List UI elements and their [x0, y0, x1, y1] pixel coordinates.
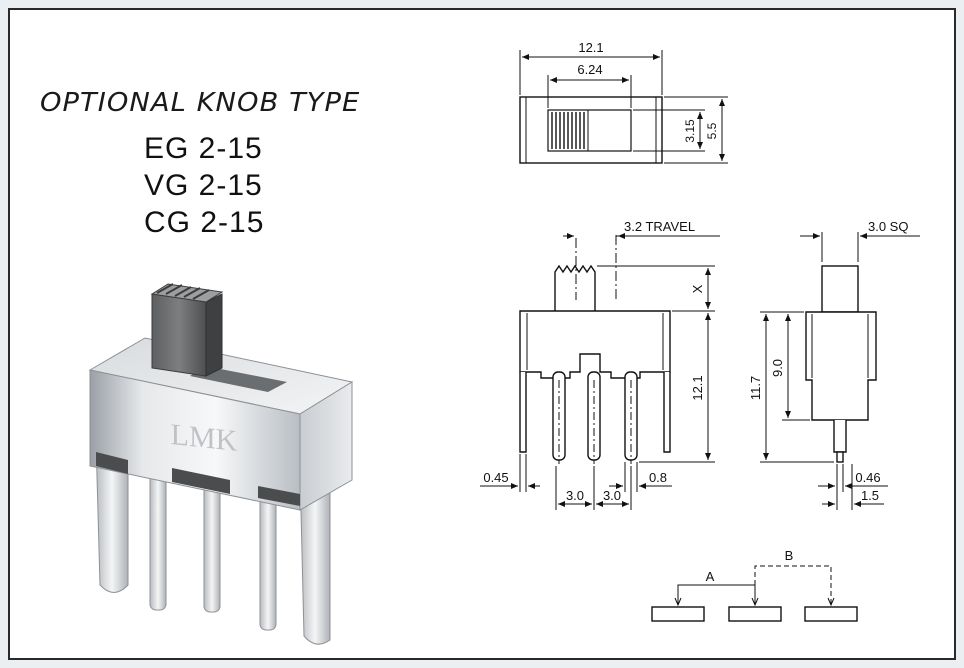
dim-side-total: 11.7: [748, 376, 763, 400]
position-b-label: B: [785, 548, 794, 563]
dim-pitch-2: 3.0: [603, 488, 621, 503]
model-eg: EG 2-15: [144, 132, 263, 165]
dim-pitch-1: 3.0: [566, 488, 584, 503]
front-view: 3.2 TRAVEL X 12.1 0.45 3.0 3.0 0.8: [480, 219, 720, 510]
side-view: 3.0 SQ 11.7 9.0 0.46 1.5: [748, 219, 920, 510]
position-a-label: A: [706, 569, 715, 584]
dim-top-overall: 12.1: [578, 40, 603, 55]
dim-knob-square: 3.0 SQ: [868, 219, 908, 234]
model-vg: VG 2-15: [144, 169, 263, 202]
switch-illustration: LMK: [88, 283, 354, 645]
dim-knob-height: X: [690, 284, 705, 293]
dim-top-height: 5.5: [705, 122, 719, 139]
circuit-schematic: A B: [651, 548, 858, 622]
dim-side-pin: 0.46: [855, 470, 880, 485]
dim-travel: 3.2 TRAVEL: [624, 219, 695, 234]
dim-pin-width: 0.45: [483, 470, 508, 485]
dim-top-knob: 6.24: [577, 62, 602, 77]
dim-side-offset: 1.5: [861, 488, 879, 503]
brand-mark: LMK: [171, 417, 238, 458]
dim-pin-width-2: 0.8: [649, 470, 667, 485]
dim-top-knob-h: 3.15: [683, 119, 697, 143]
dim-side-body: 9.0: [770, 359, 785, 377]
top-view: 12.1 6.24 3.15 5.5: [519, 40, 728, 164]
model-cg: CG 2-15: [144, 206, 265, 239]
knob-type-title: OPTIONAL KNOB TYPE: [40, 88, 361, 118]
dim-front-height: 12.1: [690, 375, 705, 400]
